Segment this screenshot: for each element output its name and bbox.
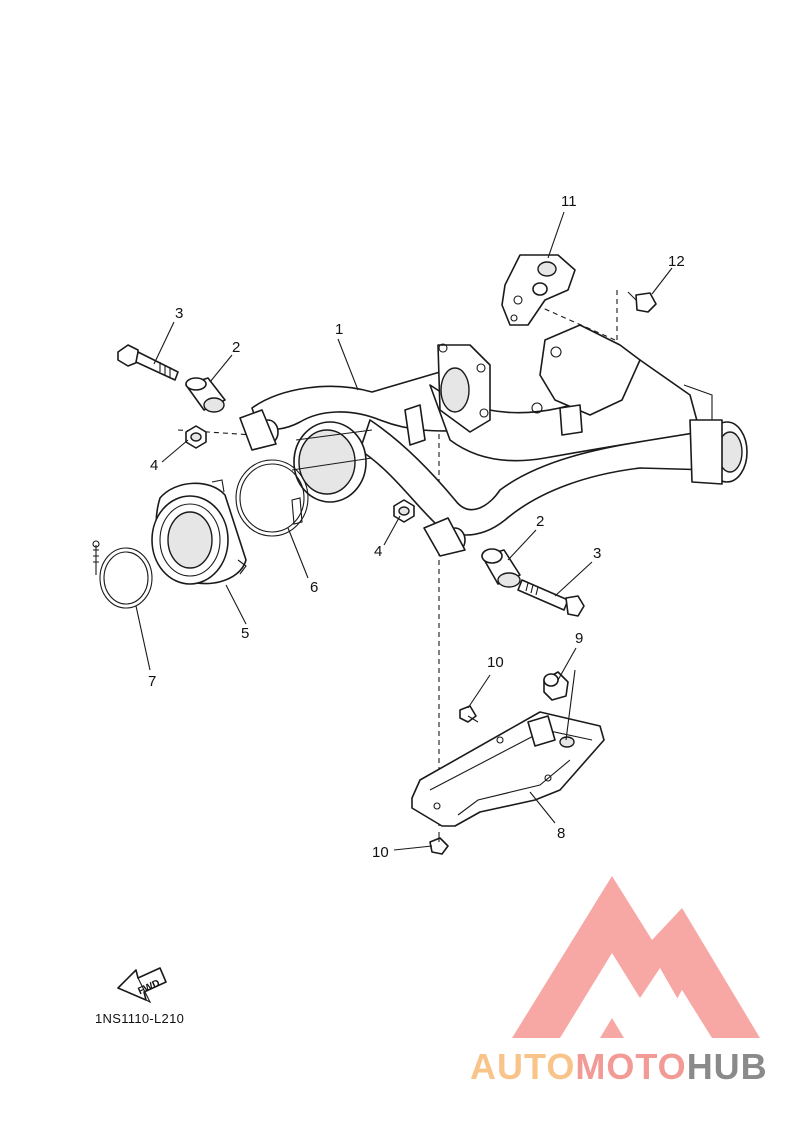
callout-12: 12 <box>668 253 685 270</box>
brand-part-auto: AUTO <box>470 1046 576 1087</box>
bushing-part-2-lower <box>481 548 521 588</box>
bolt-part-12 <box>627 291 657 313</box>
callout-10-upper: 10 <box>487 654 504 671</box>
callout-5: 5 <box>241 625 249 642</box>
diagram-code: 1NS1110-L210 <box>95 1011 185 1026</box>
callout-8: 8 <box>557 825 565 842</box>
callout-3-lower: 3 <box>593 545 601 562</box>
callout-3-upper: 3 <box>175 305 183 322</box>
callout-4-lower: 4 <box>374 543 382 560</box>
callout-2-upper: 2 <box>232 339 240 356</box>
nut-part-4-upper <box>185 425 207 449</box>
bolt-part-3-upper <box>117 344 179 381</box>
brand-part-hub: HUB <box>686 1046 768 1087</box>
band-part-6 <box>235 459 309 537</box>
fwd-arrow: FWD <box>117 967 167 1004</box>
guard-part-8 <box>411 711 605 827</box>
bolt-part-3-lower <box>517 579 585 617</box>
swingarm-part-1 <box>239 324 748 557</box>
callout-numbers: 1 2 3 4 4 5 6 7 2 3 11 12 9 10 8 10 <box>148 193 685 861</box>
clamp-part-7 <box>92 540 153 609</box>
rubber-part-9 <box>543 671 569 701</box>
bolt-part-10-upper <box>459 705 479 723</box>
boot-part-5 <box>151 479 247 585</box>
callout-11: 11 <box>561 193 577 210</box>
watermark-logo <box>512 876 760 1038</box>
bushing-part-2-upper <box>185 377 226 413</box>
nut-part-4-lower <box>393 499 415 523</box>
bolt-part-10-lower <box>429 832 449 855</box>
callout-1: 1 <box>335 321 343 338</box>
callout-7: 7 <box>148 673 156 690</box>
watermark-brand: AUTOMOTOHUB <box>470 1046 768 1088</box>
callout-2-lower: 2 <box>536 513 544 530</box>
callout-9: 9 <box>575 630 583 647</box>
bracket-part-11 <box>501 254 576 326</box>
brand-part-moto: MOTO <box>575 1046 687 1087</box>
leader-lines <box>135 211 673 851</box>
callout-10-lower: 10 <box>372 844 389 861</box>
callout-4-upper: 4 <box>150 457 158 474</box>
callout-6: 6 <box>310 579 318 596</box>
